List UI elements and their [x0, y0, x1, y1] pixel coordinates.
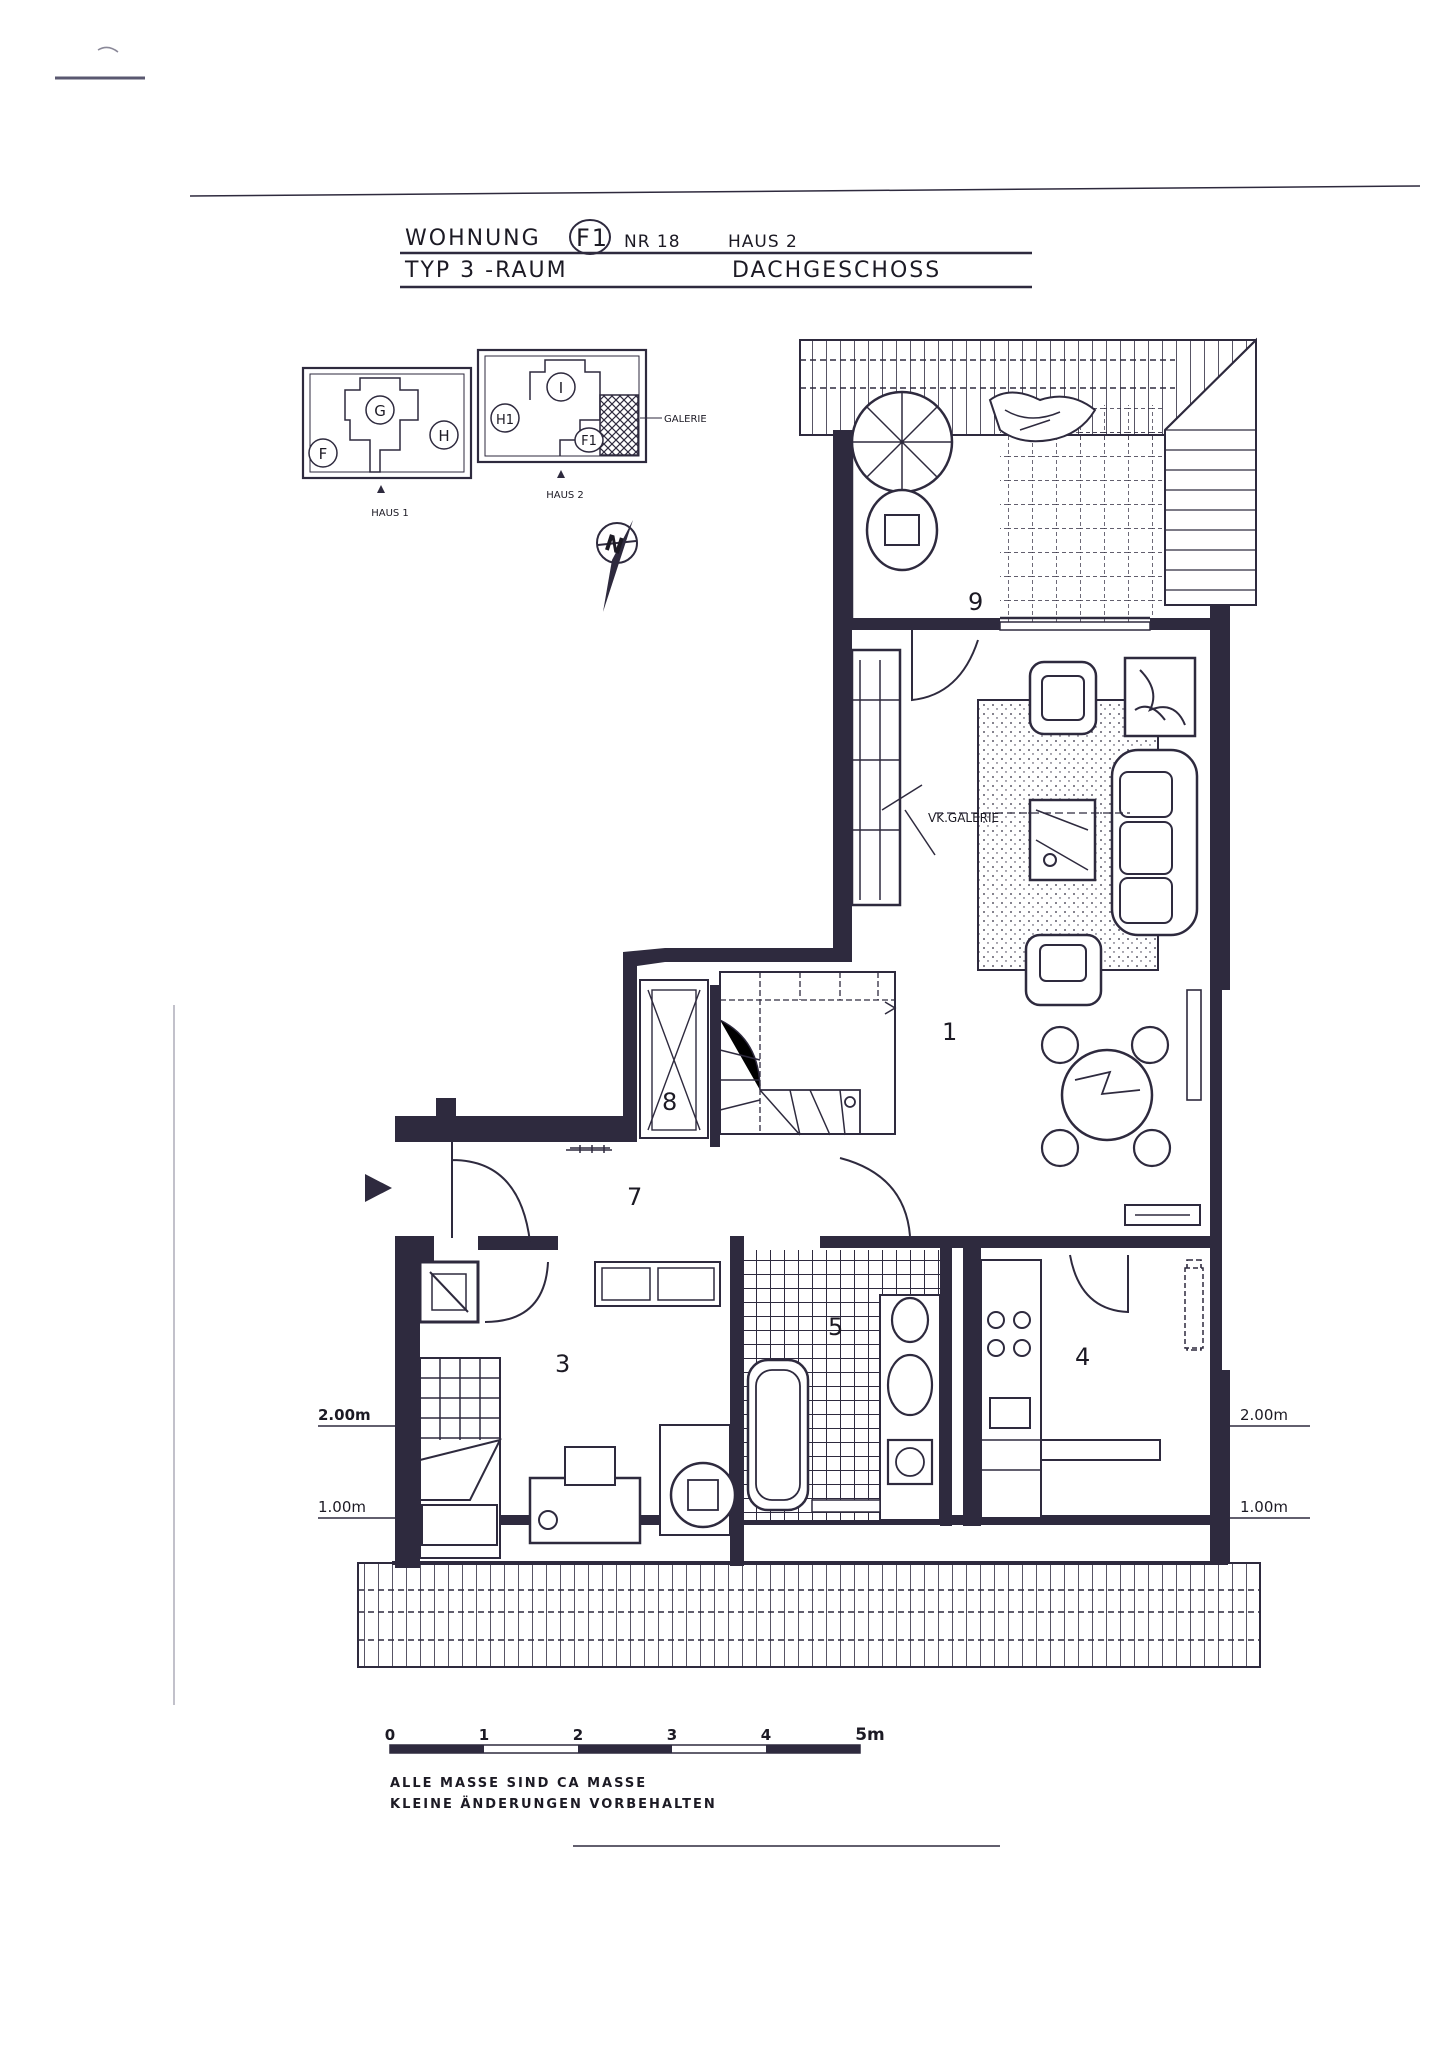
header-unit-code: F1 — [576, 224, 610, 252]
key-plan: F G H HAUS 1 H1 I F1 GALERIE — [301, 348, 707, 612]
key-unit-g: G — [374, 402, 386, 420]
scale-tick-2: 2 — [573, 1726, 583, 1744]
key-galerie-label: GALERIE — [664, 414, 707, 425]
room-label-4: 4 — [1075, 1343, 1090, 1371]
bathroom-5 — [744, 1250, 941, 1521]
key-unit-i: I — [559, 379, 563, 397]
note-changes: KLEINE ÄNDERUNGEN VORBEHALTEN — [390, 1797, 717, 1812]
key-plan-haus-2: H1 I F1 GALERIE HAUS 2 — [476, 348, 707, 501]
room-3-furniture — [418, 1260, 737, 1559]
header-geschoss: DACHGESCHOSS — [732, 258, 942, 283]
key-haus-1-label: HAUS 1 — [371, 508, 409, 519]
level-markers: 2.00m 1.00m 2.00m 1.00m — [318, 1406, 1310, 1519]
dining-table — [1040, 1025, 1172, 1168]
header-wohnung: WOHNUNG — [405, 226, 541, 251]
room-label-5: 5 — [828, 1313, 843, 1341]
header-nr: NR 18 — [624, 232, 681, 252]
vk-galerie-label: VK.GALERIE — [928, 811, 999, 825]
level-left-2m: 2.00m — [318, 1406, 371, 1424]
staircase — [719, 971, 897, 1136]
room-label-1: 1 — [942, 1018, 957, 1046]
key-unit-f1: F1 — [581, 434, 597, 449]
room-label-7: 7 — [627, 1183, 642, 1211]
level-right-2m: 2.00m — [1240, 1406, 1288, 1424]
room-label-9: 9 — [968, 588, 983, 616]
header-lines — [400, 219, 1032, 289]
key-unit-f: F — [319, 445, 328, 463]
key-plan-haus-1: F G H HAUS 1 — [301, 366, 473, 519]
key-haus-2-label: HAUS 2 — [546, 490, 584, 501]
terrace-floor — [1000, 430, 1165, 625]
top-rule — [189, 185, 1421, 197]
level-left-1m: 1.00m — [318, 1498, 366, 1516]
kitchen-4 — [980, 1254, 1204, 1519]
key-unit-h: H — [438, 427, 449, 445]
walls — [395, 430, 1234, 1568]
north-label: N — [601, 531, 626, 560]
header-haus: HAUS 2 — [728, 232, 798, 252]
entrance-arrow-icon — [365, 1174, 392, 1202]
roof-eave-bottom — [357, 1561, 1261, 1668]
header-typ: TYP 3 -RAUM — [405, 258, 568, 283]
room-label-8: 8 — [662, 1088, 677, 1116]
scale-tick-3: 3 — [667, 1726, 677, 1744]
scale-tick-1: 1 — [479, 1726, 489, 1744]
level-right-1m: 1.00m — [1240, 1498, 1288, 1516]
note-dimensions: ALLE MASSE SIND CA MASSE — [390, 1776, 648, 1791]
living-area-furniture: VK.GALERIE — [850, 630, 1202, 1351]
scan-mark — [97, 46, 119, 53]
terrace-furniture — [850, 390, 1151, 631]
key-unit-h1: H1 — [496, 413, 514, 428]
scale-bar: 0 1 2 3 4 5m — [385, 1725, 885, 1754]
room-label-3: 3 — [555, 1350, 570, 1378]
scale-tick-4: 4 — [761, 1726, 771, 1744]
scale-tick-5: 5m — [855, 1725, 885, 1745]
terrace-outline — [850, 430, 1150, 620]
scale-tick-0: 0 — [385, 1726, 395, 1744]
north-arrow-icon: N — [596, 520, 638, 612]
storage-8 — [639, 979, 709, 1139]
entrance-corridor — [365, 1142, 911, 1243]
